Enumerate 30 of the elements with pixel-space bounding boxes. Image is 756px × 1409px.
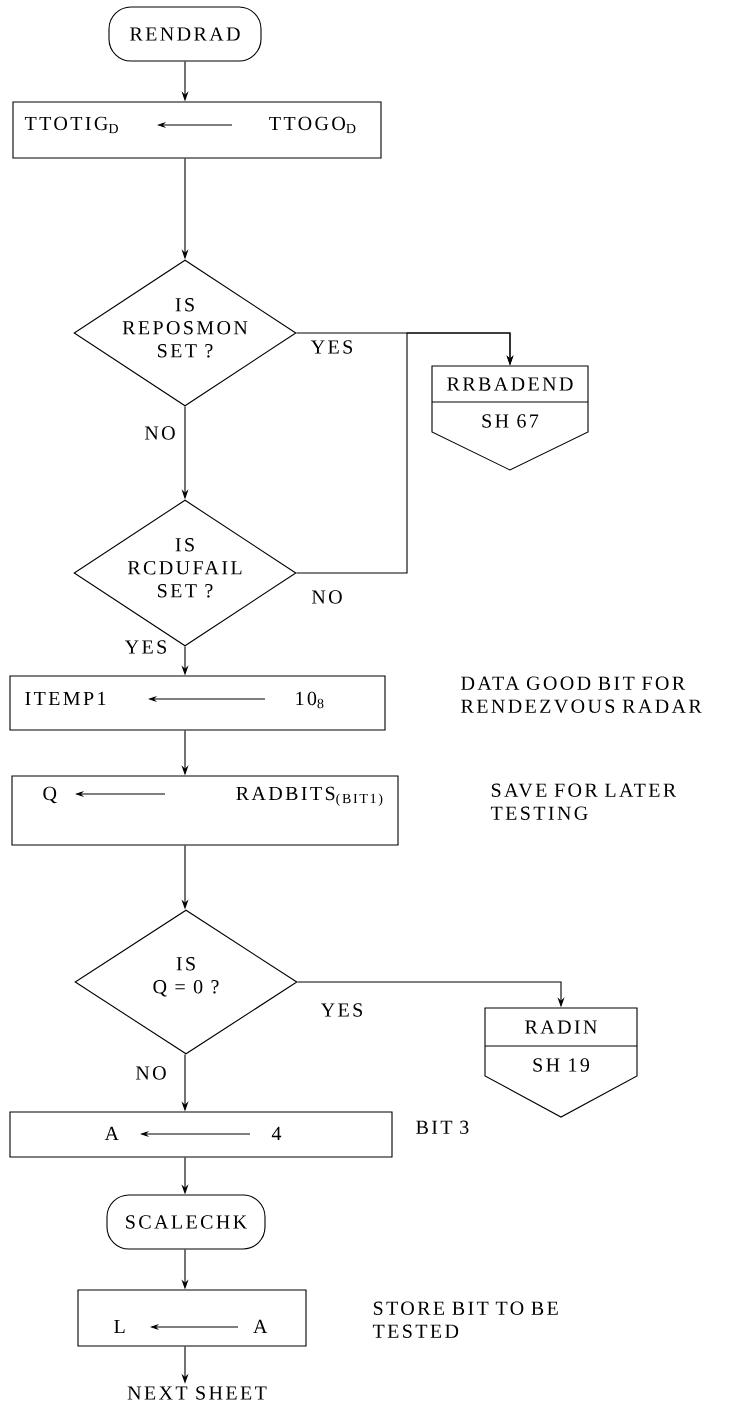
node-label: RADBITS$_{(BIT1)}$ <box>236 786 383 807</box>
node-label: TTOGO$_{D}$ <box>269 116 356 134</box>
flow-text: NEXT SHEET <box>127 1386 267 1400</box>
note-text: BIT 3 <box>416 1120 469 1134</box>
terminal-box: RENDRAD <box>108 6 262 62</box>
edge-label: NO <box>143 425 177 441</box>
node-label: Q <box>43 786 57 804</box>
node-label: A <box>253 1319 268 1334</box>
note-text: DATA GOOD BIT FOR RENDEZVOUS RADAR <box>461 676 702 714</box>
off-page-connector: RADIN SH 19 <box>484 1007 638 1118</box>
process-box: ITEMP1 10$_{8}$ <box>9 675 386 731</box>
edge-label: NO <box>310 589 344 605</box>
terminal-box: SCALECHK <box>106 1194 266 1250</box>
process-box: L A <box>77 1289 307 1347</box>
note-text: STORE BIT TO BE TESTED <box>372 1301 558 1338</box>
node-label: L <box>114 1319 125 1334</box>
edge-label: NO <box>134 1065 168 1081</box>
off-page-connector: RRBADEND SH 67 <box>431 365 589 471</box>
node-label: TTOTIG$_{D}$ <box>24 116 118 134</box>
node-label: 10$_{8}$ <box>296 691 324 709</box>
arrow <box>296 332 514 574</box>
process-box: TTOTIG$_{D}$ TTOGO$_{D}$ <box>12 101 382 159</box>
node-label: A <box>104 1126 119 1141</box>
node-label: ITEMP1 <box>25 691 106 706</box>
edge-label: YES <box>319 1002 365 1018</box>
process-box: A 4 <box>9 1111 393 1158</box>
process-box: Q RADBITS$_{(BIT1)}$ <box>11 775 399 846</box>
note-text: SAVE FOR LATER TESTING <box>490 783 677 820</box>
edge-label: YES <box>309 339 355 355</box>
node-label: 4 <box>271 1126 282 1141</box>
